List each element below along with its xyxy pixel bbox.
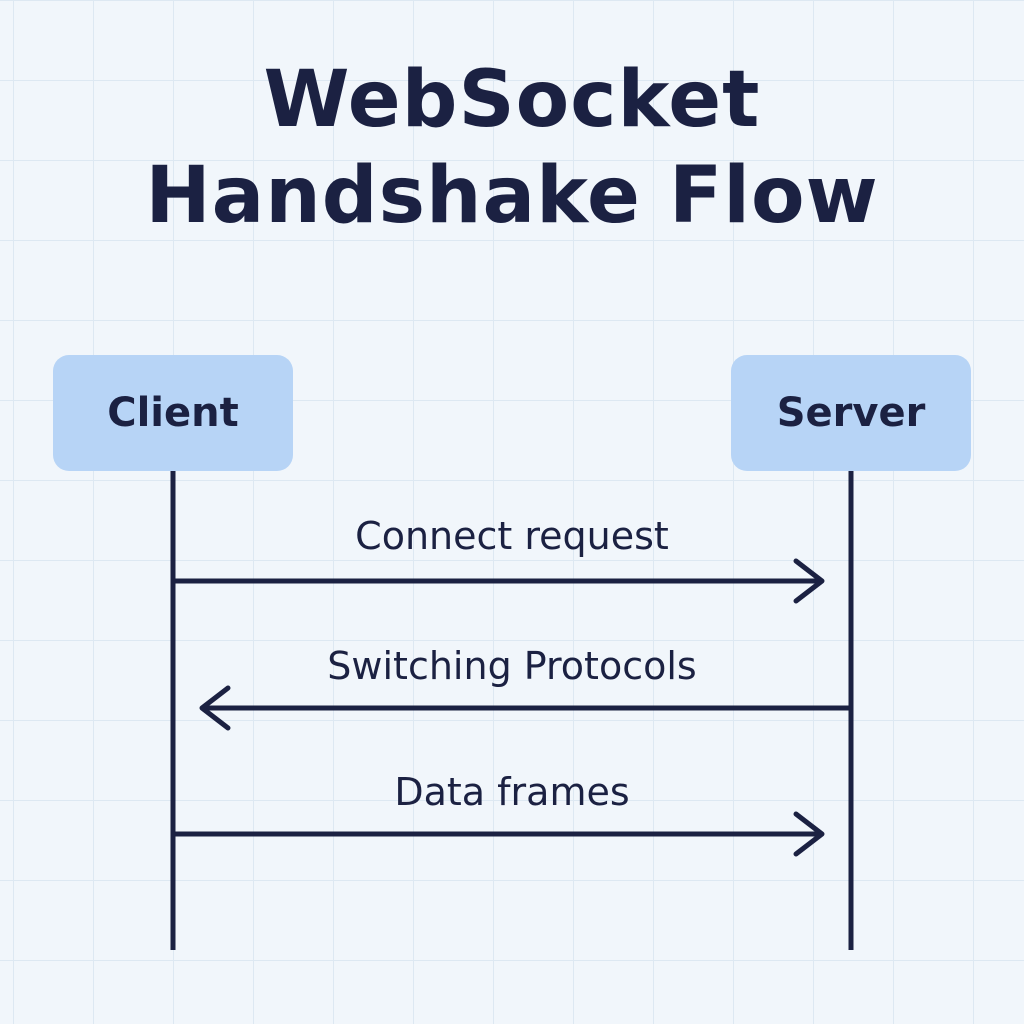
client-label: Client <box>107 390 239 436</box>
connect-request-arrow <box>173 558 825 604</box>
switching-protocols-label: Switching Protocols <box>327 644 697 688</box>
diagram-title: WebSocket Handshake Flow <box>0 52 1024 244</box>
title-line-1: WebSocket <box>263 55 761 145</box>
client-participant-box: Client <box>53 355 293 471</box>
switching-protocols-arrow <box>199 685 851 731</box>
title-line-2: Handshake Flow <box>145 151 879 241</box>
server-participant-box: Server <box>731 355 971 471</box>
server-label: Server <box>776 390 926 436</box>
data-frames-label: Data frames <box>394 770 630 814</box>
connect-request-label: Connect request <box>355 514 669 558</box>
data-frames-arrow <box>173 811 825 857</box>
